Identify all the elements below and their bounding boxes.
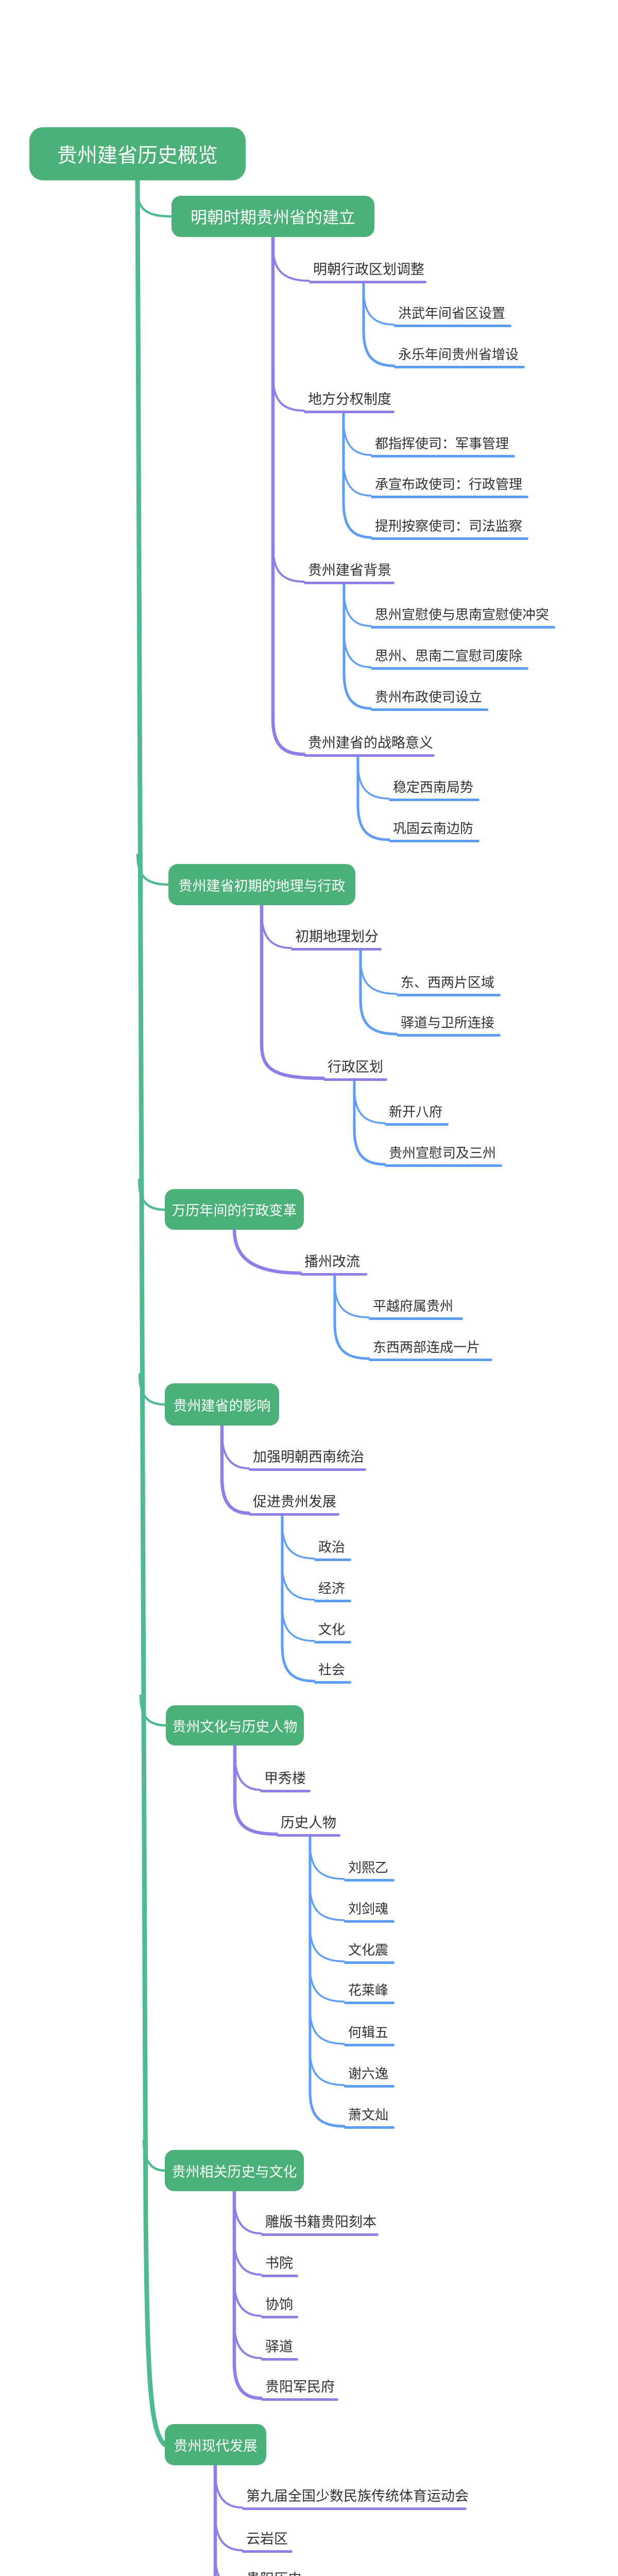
subtopic-xiexiang-funds[interactable]: 协饷 xyxy=(261,2294,298,2318)
subtopic-yunyan-district[interactable]: 云岩区 xyxy=(242,2528,293,2553)
subtopic-woodblock-guiyang-editions[interactable]: 雕版书籍贵阳刻本 xyxy=(261,2211,379,2236)
subtopic-early-geographic-division[interactable]: 初期地理划分 xyxy=(291,926,382,951)
leaf-guizhou-buzhengsi-established[interactable]: 贵州布政使司设立 xyxy=(371,687,488,711)
leaf-wen-huazhen[interactable]: 文化震 xyxy=(344,1940,394,1964)
main-topic-early-geography-admin[interactable]: 贵州建省初期的地理与行政 xyxy=(168,864,355,905)
leaf-east-west-areas[interactable]: 东、西两片区域 xyxy=(397,973,501,996)
subtopic-promote-guizhou-development[interactable]: 促进贵州发展 xyxy=(249,1491,339,1516)
subtopic-strengthen-ming-rule[interactable]: 加强明朝西南统治 xyxy=(249,1446,366,1471)
subtopic-bozhou-reform[interactable]: 播州改流 xyxy=(300,1251,367,1276)
leaf-pingyue-prefecture[interactable]: 平越府属贵州 xyxy=(369,1296,463,1320)
leaf-xuanweisi-three-zhou[interactable]: 贵州宣慰司及三州 xyxy=(385,1143,502,1167)
leaf-sizhou-sinan-conflict[interactable]: 思州宣慰使与思南宣慰使冲突 xyxy=(371,605,555,629)
leaf-eight-new-prefectures[interactable]: 新开八府 xyxy=(385,1102,449,1126)
leaf-liu-xiyi[interactable]: 刘熙乙 xyxy=(344,1858,394,1882)
main-topic-ming-establishment[interactable]: 明朝时期贵州省的建立 xyxy=(171,196,374,237)
leaf-economy[interactable]: 经济 xyxy=(314,1579,351,1602)
subtopic-academies[interactable]: 书院 xyxy=(261,2252,298,2277)
main-topic-influence[interactable]: 贵州建省的影响 xyxy=(165,1383,279,1426)
leaf-consolidate-yunnan-border[interactable]: 巩固云南边防 xyxy=(389,819,479,842)
leaf-he-jiwu[interactable]: 何辑五 xyxy=(344,2023,394,2046)
leaf-judicial-commission[interactable]: 提刑按察使司：司法监察 xyxy=(371,516,528,540)
subtopic-ninth-ethnic-games[interactable]: 第九届全国少数民族传统体育运动会 xyxy=(242,2485,469,2510)
leaf-xie-liuyi[interactable]: 谢六逸 xyxy=(344,2064,394,2088)
leaf-military-commission[interactable]: 都指挥使司：军事管理 xyxy=(371,434,515,457)
leaf-xiao-wencan[interactable]: 萧文灿 xyxy=(344,2105,394,2129)
leaf-society[interactable]: 社会 xyxy=(314,1660,351,1684)
leaf-two-commissions-abolished[interactable]: 思州、思南二宣慰司废除 xyxy=(371,646,528,670)
subtopic-founding-background[interactable]: 贵州建省背景 xyxy=(304,560,394,584)
central-topic[interactable]: 贵州建省历史概览 xyxy=(29,127,246,180)
subtopic-strategic-significance[interactable]: 贵州建省的战略意义 xyxy=(304,732,435,757)
subtopic-post-roads[interactable]: 驿道 xyxy=(261,2336,298,2361)
main-topic-modern-development[interactable]: 贵州现代发展 xyxy=(165,2424,266,2465)
leaf-hongwu-provinces[interactable]: 洪武年间省区设置 xyxy=(394,303,511,327)
leaf-administration-commission[interactable]: 承宣布政使司：行政管理 xyxy=(371,474,528,498)
main-topic-related-history-culture[interactable]: 贵州相关历史与文化 xyxy=(165,2150,304,2191)
leaf-yongle-guizhou-added[interactable]: 永乐年间贵州省增设 xyxy=(394,345,525,368)
leaf-liu-jianhun[interactable]: 刘剑魂 xyxy=(344,1899,394,1923)
subtopic-guiyang-history[interactable]: 贵阳历史 xyxy=(242,2568,306,2576)
subtopic-jiaxiu-tower[interactable]: 甲秀楼 xyxy=(260,1768,311,1792)
leaf-east-west-joined[interactable]: 东西两部连成一片 xyxy=(369,1337,492,1361)
main-topic-wanli-reform[interactable]: 万历年间的行政变革 xyxy=(165,1189,304,1230)
subtopic-administrative-divisions[interactable]: 行政区划 xyxy=(323,1056,387,1081)
subtopic-admin-adjustment[interactable]: 明朝行政区划调整 xyxy=(309,259,426,283)
leaf-politics[interactable]: 政治 xyxy=(314,1537,351,1561)
leaf-postroads-garrisons[interactable]: 驿道与卫所连接 xyxy=(397,1013,501,1037)
leaf-hua-laifeng[interactable]: 花莱峰 xyxy=(344,1980,394,2004)
leaf-culture[interactable]: 文化 xyxy=(314,1620,351,1643)
subtopic-local-power-system[interactable]: 地方分权制度 xyxy=(304,388,394,413)
subtopic-historical-figures[interactable]: 历史人物 xyxy=(277,1812,340,1837)
main-topic-culture-figures[interactable]: 贵州文化与历史人物 xyxy=(166,1705,304,1745)
leaf-stabilize-southwest[interactable]: 稳定西南局势 xyxy=(389,777,479,801)
subtopic-guiyang-military-civil-prefecture[interactable]: 贵阳军民府 xyxy=(261,2376,338,2401)
